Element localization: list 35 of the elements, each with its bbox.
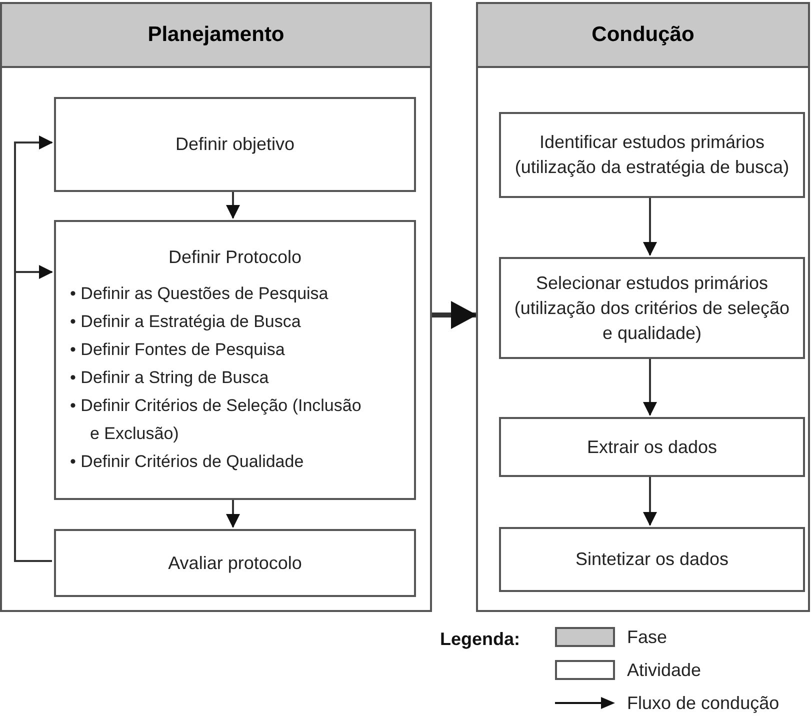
arrow: [643, 357, 657, 416]
activity-text: Definir Protocolo: [168, 246, 302, 268]
activity-text: Avaliar protocolo: [168, 552, 302, 575]
arrow: [14, 265, 53, 562]
arrow: [432, 301, 477, 329]
activity-text: Extrair os dados: [586, 436, 718, 458]
activity-box: [54, 97, 416, 192]
arrow: [226, 498, 240, 528]
phase-panel: [0, 2, 432, 612]
arrow: [226, 190, 240, 219]
activity-box: [499, 112, 805, 198]
legend-text: Fase: [627, 626, 668, 649]
legend-text: Atividade: [627, 659, 702, 682]
arrow: [643, 196, 657, 256]
legend-text: Fluxo de condução: [627, 692, 780, 715]
phase-title: Planejamento: [148, 22, 284, 48]
activity-box: [54, 529, 416, 597]
bullet-item: • Definir Fontes de Pesquisa: [70, 338, 286, 360]
activity-box: [499, 257, 805, 359]
legend-heading: Legenda:: [440, 628, 520, 651]
arrow: [643, 475, 657, 526]
activity-text: Selecionar estudos primários (utilização dos critérios de seleção e qualidade): [513, 272, 791, 345]
activity-text: Identificar estudos primários (utilização da estratégia de busca): [514, 131, 790, 179]
activity-box: [499, 417, 805, 477]
activity-text: Sintetizar os dados: [575, 548, 729, 571]
activity-box: [499, 527, 805, 592]
bullet-item: • Definir Critérios de Qualidade: [70, 450, 305, 472]
bullet-item: • Definir a Estratégia de Busca: [70, 310, 302, 332]
bullet-item: • Definir a String de Busca: [70, 366, 270, 388]
activity-box: [54, 220, 416, 500]
bullet-item: • Definir as Questões de Pesquisa: [70, 282, 330, 304]
phase-panel: [476, 2, 810, 612]
bullet-item: • Definir Critérios de Seleção (Inclusão e Exclusão): [70, 394, 362, 444]
phase-title: Condução: [592, 22, 694, 48]
activity-text: Definir objetivo: [175, 133, 295, 156]
